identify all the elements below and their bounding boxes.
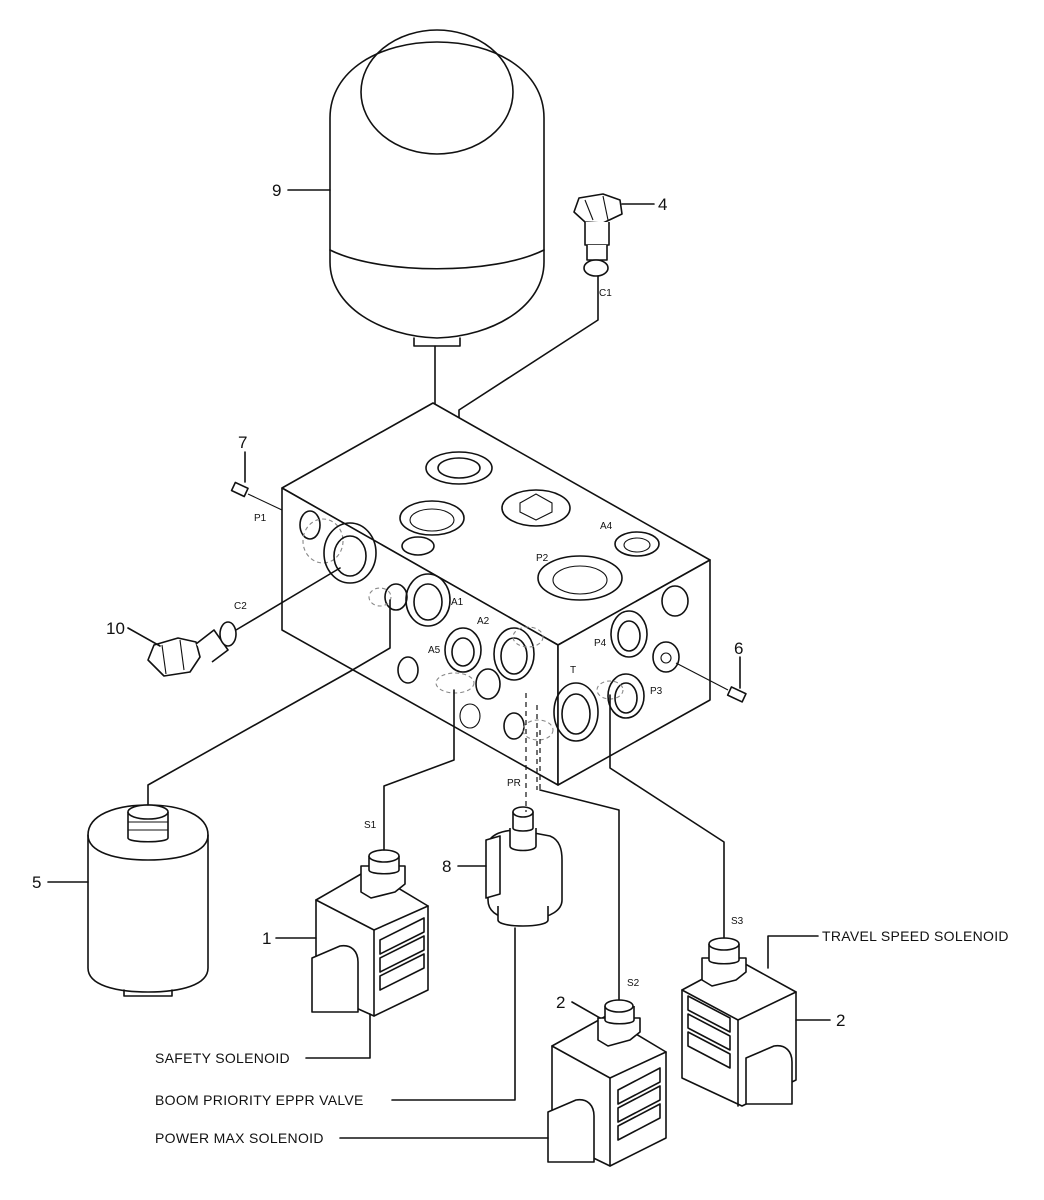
valve-block	[281, 402, 711, 786]
callout-9: 9	[272, 181, 281, 200]
leader-10	[127, 627, 161, 647]
callout-10: 10	[106, 619, 125, 638]
port-p1: P1	[254, 513, 267, 524]
port-p2: P2	[536, 553, 549, 564]
callout-6: 6	[734, 639, 743, 658]
callout-2b: 2	[836, 1011, 845, 1030]
label-power-max-solenoid: POWER MAX SOLENOID	[155, 1130, 324, 1146]
port-c2: C2	[234, 601, 247, 612]
port-s3: S3	[731, 916, 744, 927]
plug-7	[230, 451, 283, 511]
callout-7: 7	[238, 433, 247, 452]
label-boom-priority-eppr-valve: BOOM PRIORITY EPPR VALVE	[155, 1092, 364, 1108]
label-safety-solenoid: SAFETY SOLENOID	[155, 1050, 290, 1066]
port-s1: S1	[364, 820, 377, 831]
power-max-solenoid	[339, 789, 667, 1167]
port-a4: A4	[600, 521, 613, 532]
port-c1: C1	[599, 288, 612, 299]
callout-5: 5	[32, 873, 41, 892]
filter	[87, 599, 391, 997]
check-valve	[458, 193, 623, 469]
eppr-valve	[391, 806, 563, 1101]
callout-2a: 2	[556, 993, 565, 1012]
leader-safety	[305, 1013, 371, 1059]
callout-8: 8	[442, 857, 451, 876]
port-a2: A2	[477, 616, 490, 627]
port-p4: P4	[594, 638, 607, 649]
travel-speed-solenoid	[609, 694, 831, 1107]
callout-4: 4	[658, 195, 667, 214]
port-a5: A5	[428, 645, 441, 656]
leader-2a	[571, 1001, 601, 1019]
safety-solenoid	[311, 689, 455, 1017]
check-valve-10	[147, 567, 341, 677]
plug-6	[675, 656, 747, 703]
port-t: T	[570, 665, 576, 676]
port-s2: S2	[627, 978, 640, 989]
port-p3: P3	[650, 686, 663, 697]
port-a1: A1	[451, 597, 464, 608]
label-travel-speed-solenoid: TRAVEL SPEED SOLENOID	[822, 928, 1009, 944]
callout-1: 1	[262, 929, 271, 948]
accumulator	[329, 29, 545, 515]
port-pr: PR	[507, 778, 521, 789]
